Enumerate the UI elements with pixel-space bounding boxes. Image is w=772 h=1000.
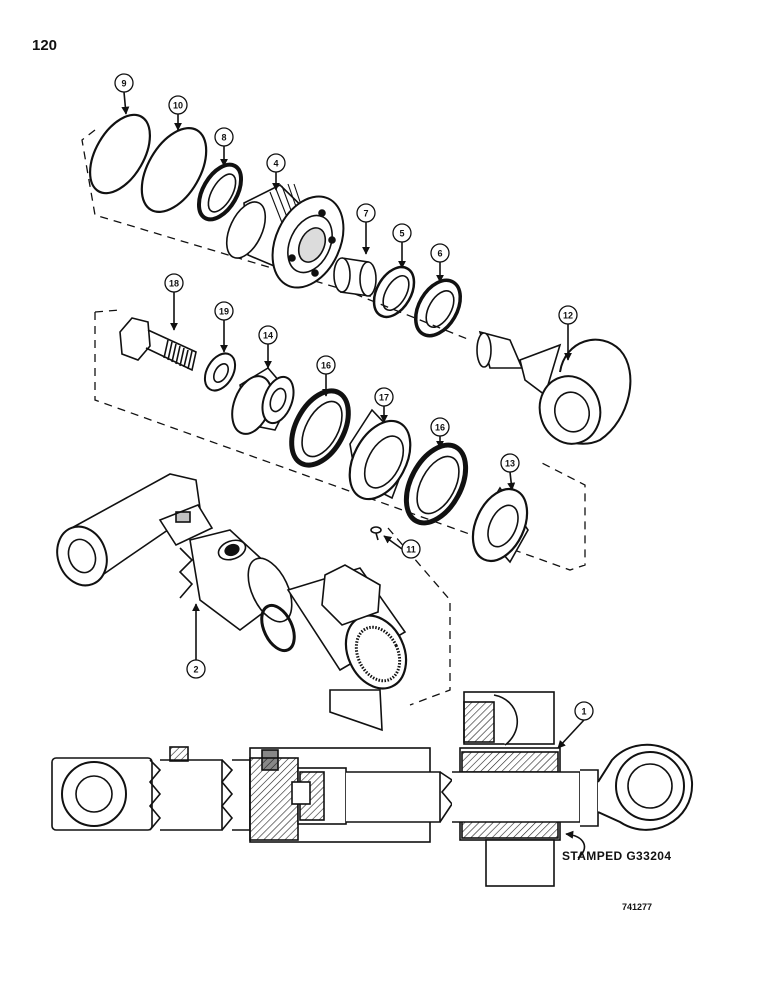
part-18-bolt [119, 317, 197, 372]
callout-16a: 16 [316, 355, 336, 375]
callout-7: 7 [356, 203, 376, 223]
part-13-ring [471, 486, 529, 564]
svg-text:4: 4 [273, 159, 278, 169]
svg-text:14: 14 [263, 331, 273, 341]
svg-text:8: 8 [221, 133, 226, 143]
part-2-barrel [56, 473, 408, 732]
svg-text:17: 17 [379, 393, 389, 403]
svg-text:5: 5 [399, 229, 404, 239]
svg-text:18: 18 [169, 279, 179, 289]
callout-11: 11 [401, 539, 421, 559]
part-16-seal-b [403, 442, 469, 526]
callout-12: 12 [558, 305, 578, 325]
assembled-cylinder [51, 691, 694, 887]
svg-text:10: 10 [173, 101, 183, 111]
part-17-piston [348, 408, 412, 501]
part-12-rod-eye [476, 330, 632, 445]
callout-10: 10 [168, 95, 188, 115]
svg-text:9: 9 [121, 79, 126, 89]
svg-text:19: 19 [219, 307, 229, 317]
part-19-washer [203, 352, 237, 392]
part-8-seal [196, 162, 244, 222]
callout-14: 14 [258, 325, 278, 345]
part-14-piston [231, 366, 295, 435]
part-5-seal [372, 265, 416, 319]
callout-17: 17 [374, 387, 394, 407]
callout-4: 4 [266, 153, 286, 173]
svg-text:6: 6 [437, 249, 442, 259]
figure-code: 741277 [622, 902, 653, 912]
callout-8: 8 [214, 127, 234, 147]
svg-text:16: 16 [321, 361, 331, 371]
part-10-ring [140, 126, 208, 214]
part-11-screw [370, 526, 382, 541]
part-4-gland [225, 183, 345, 289]
part-6-seal [413, 278, 463, 338]
svg-text:11: 11 [406, 545, 416, 555]
svg-text:1: 1 [581, 707, 586, 717]
svg-text:13: 13 [505, 459, 515, 469]
svg-text:12: 12 [563, 311, 573, 321]
svg-text:7: 7 [363, 209, 368, 219]
svg-text:16: 16 [435, 423, 445, 433]
callout-5: 5 [392, 223, 412, 243]
callout-6: 6 [430, 243, 450, 263]
callout-19: 19 [214, 301, 234, 321]
part-9-ring [88, 113, 152, 195]
callout-2: 2 [186, 659, 206, 679]
callout-1: 1 [574, 701, 594, 721]
stamp-label: STAMPED G33204 [562, 849, 672, 863]
callout-9: 9 [114, 73, 134, 93]
callout-13: 13 [500, 453, 520, 473]
callout-18: 18 [164, 273, 184, 293]
callout-16b: 16 [430, 417, 450, 437]
page-number: 120 [32, 37, 58, 54]
svg-text:2: 2 [193, 665, 198, 675]
part-16-seal-a [289, 388, 351, 468]
part-7-bushing [333, 257, 377, 297]
